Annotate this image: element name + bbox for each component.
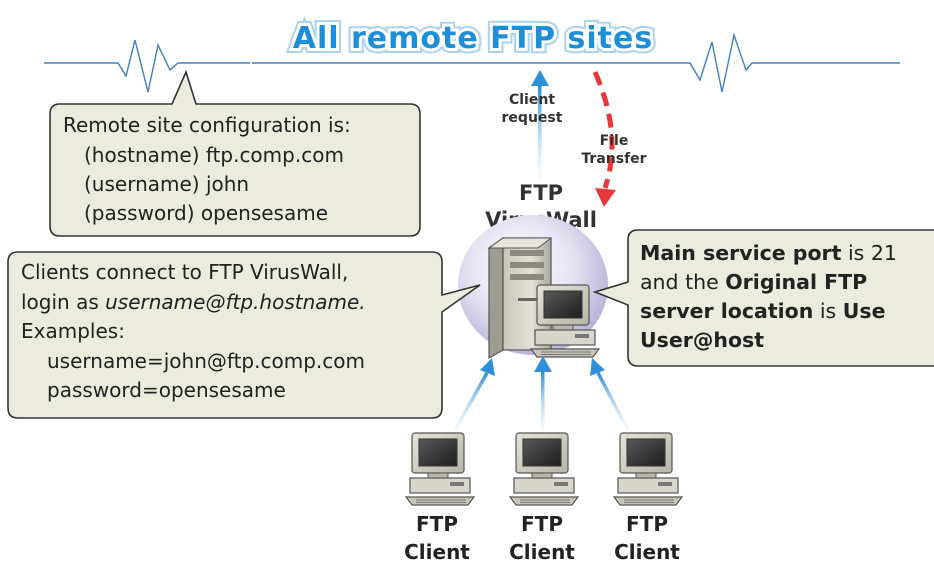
client-request-arrow <box>531 70 549 178</box>
banner-title: All remote FTP sites <box>293 21 653 56</box>
client-computer-icon-3 <box>613 432 683 506</box>
client-request-label-2: request <box>502 110 563 126</box>
clients-line-2-italic: username@ftp.hostname. <box>105 290 366 314</box>
clients-line-4: username=john@ftp.comp.com <box>47 349 365 373</box>
clients-line-1: Clients connect to FTP VirusWall, <box>21 260 348 284</box>
client-label-3-line2: Client <box>614 540 680 564</box>
client-label-1-line2: Client <box>404 540 470 564</box>
port-line-2: and the Original FTP <box>640 270 867 294</box>
callout-remote-site-config: Remote site configuration is: (hostname)… <box>49 69 421 237</box>
remote-config-line-1: Remote site configuration is: <box>63 113 351 137</box>
client-request-label-1: Client <box>509 92 555 108</box>
client-label-1-line1: FTP <box>416 512 458 536</box>
remote-config-line-3: (username) john <box>84 172 249 196</box>
callout-service-port: Main service port is 21 and the Original… <box>592 229 934 367</box>
client-label-2-line1: FTP <box>521 512 563 536</box>
server-label-line1: FTP <box>519 181 563 205</box>
client-computer-icon-1 <box>405 432 475 506</box>
client-computer-icon-2 <box>509 432 579 506</box>
port-line-3: server location is Use <box>640 299 886 323</box>
port-line-3-bold2: Use <box>843 299 886 323</box>
callout-clients-connect: Clients connect to FTP VirusWall, login … <box>7 251 481 419</box>
port-line-3-bold: server location <box>640 299 813 323</box>
file-transfer-arrow <box>592 70 616 207</box>
clients-line-5: password=opensesame <box>47 378 286 402</box>
client-label-2-line2: Client <box>509 540 575 564</box>
port-line-1-rest: is 21 <box>841 241 897 265</box>
remote-config-line-4: (password) opensesame <box>84 201 328 225</box>
port-line-3-mid: is <box>813 299 842 323</box>
port-line-1-bold: Main service port <box>640 241 842 265</box>
client-arrows <box>453 356 630 431</box>
clients-line-2: login as username@ftp.hostname. <box>21 290 366 314</box>
client-label-3-line1: FTP <box>626 512 668 536</box>
banner-wave-line <box>44 32 900 93</box>
port-line-2-bold: Original FTP <box>725 270 867 294</box>
banner-title-glow: All remote FTP sites <box>293 21 653 56</box>
clients-line-2-prefix: login as <box>21 290 105 314</box>
port-line-1: Main service port is 21 <box>640 241 897 265</box>
file-transfer-label-2: Transfer <box>581 151 646 167</box>
file-transfer-label-1: File <box>600 133 629 149</box>
remote-config-line-2: (hostname) ftp.comp.com <box>84 143 344 167</box>
clients-line-3: Examples: <box>21 319 125 343</box>
port-line-4: User@host <box>640 328 764 352</box>
port-line-2-pre: and the <box>640 270 725 294</box>
